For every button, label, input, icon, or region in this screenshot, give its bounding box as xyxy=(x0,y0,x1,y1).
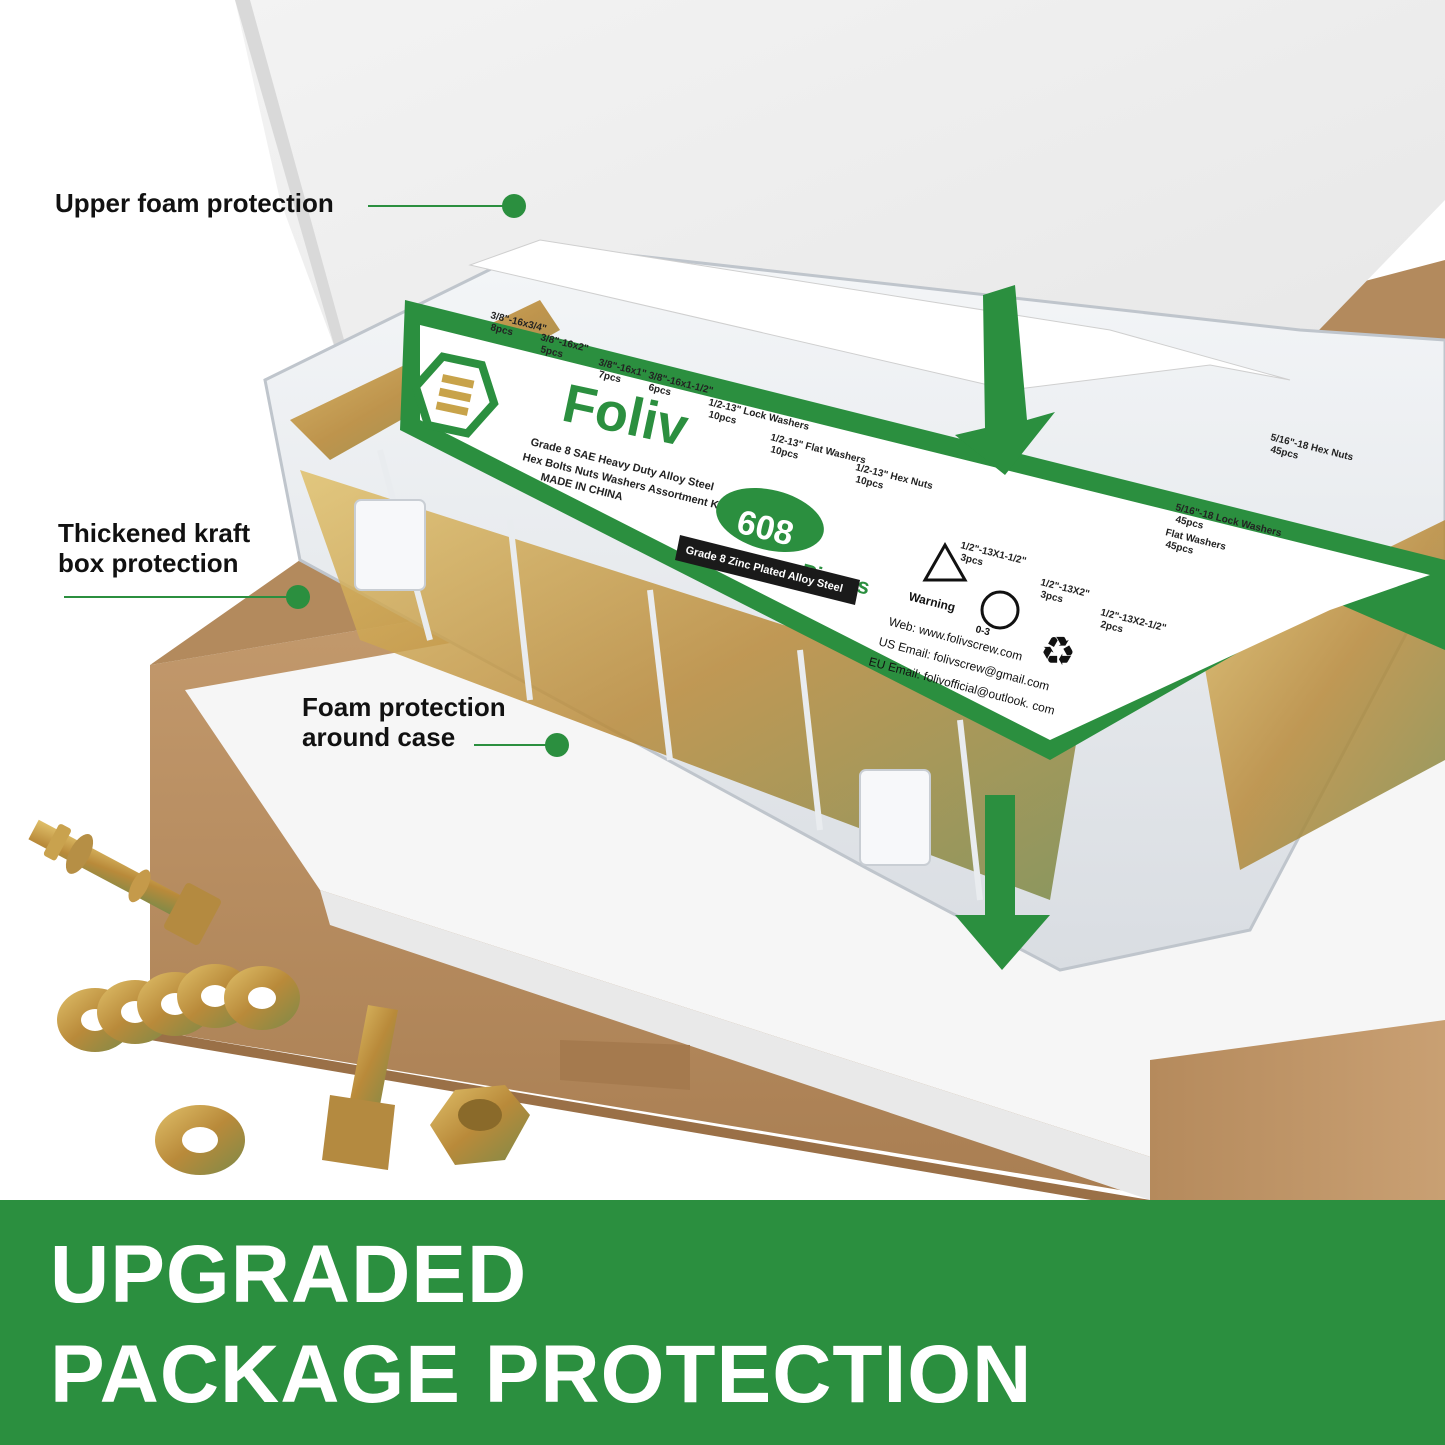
callout-foam-around: Foam protection around case xyxy=(302,692,506,752)
label-item-qty: 3pcs xyxy=(1039,589,1064,605)
down-arrow-icon xyxy=(955,795,1050,970)
case-clasp-right xyxy=(859,769,931,866)
assembled-bolt xyxy=(28,819,221,945)
label-item-qty: 7pcs xyxy=(597,369,622,385)
headline-line-2: PACKAGE PROTECTION xyxy=(50,1329,1033,1420)
label-item-qty: 2pcs xyxy=(1099,619,1124,635)
callout-dot xyxy=(502,194,526,218)
label-item-qty: 6pcs xyxy=(647,382,672,398)
callout-dot xyxy=(545,733,569,757)
headline-line-1: UPGRADED xyxy=(50,1229,528,1320)
callout-pointers xyxy=(64,194,569,757)
recycle-icon: ♻ xyxy=(1040,630,1076,674)
label-item-qty: 3pcs xyxy=(959,552,984,568)
hex-nut xyxy=(430,1085,530,1165)
callout-dot xyxy=(286,585,310,609)
label-item-qty: 5pcs xyxy=(539,344,564,360)
flat-washers xyxy=(57,964,300,1052)
warning-icon xyxy=(922,541,968,582)
callout-upper-foam: Upper foam protection xyxy=(55,188,334,218)
standing-bolt xyxy=(322,1005,398,1170)
age-restriction-icon xyxy=(980,590,1020,630)
case-clasp-left xyxy=(354,499,426,591)
label-item-qty: 8pcs xyxy=(489,322,514,338)
foliv-logo xyxy=(411,352,499,438)
lock-washer xyxy=(155,1105,245,1175)
down-arrow-icon xyxy=(955,285,1055,475)
headline-banner: UPGRADED PACKAGE PROTECTION xyxy=(0,1200,1445,1445)
grade-strip xyxy=(675,535,860,605)
age-mark: 0-3 xyxy=(974,624,991,638)
callout-kraft-box: Thickened kraft box protection xyxy=(58,518,251,578)
sample-hardware xyxy=(28,819,530,1175)
piece-count-badge xyxy=(716,487,824,553)
box-tab xyxy=(560,1040,690,1090)
